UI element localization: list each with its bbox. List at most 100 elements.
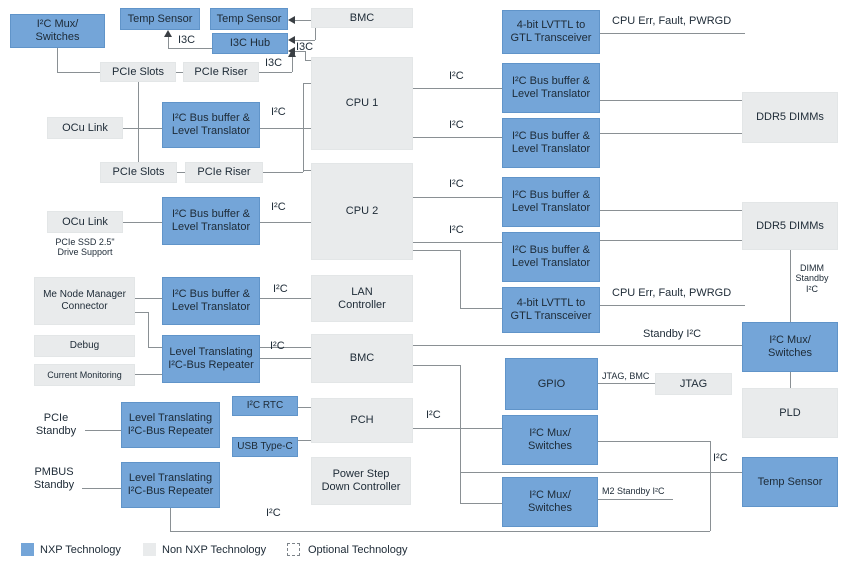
label-i3c-2: I3C	[265, 57, 283, 69]
box-current-monitoring: Current Monitoring	[34, 364, 135, 386]
connector	[598, 383, 655, 384]
connector	[600, 210, 742, 211]
connector	[292, 56, 293, 72]
box-cpu-1: CPU 1	[311, 57, 413, 150]
box-i2c-bus-buffer-right-2: I²C Bus buffer & Level Translator	[502, 118, 600, 168]
box-i3c-hub: I3C Hub	[212, 33, 288, 54]
connector	[259, 72, 292, 73]
label-i3c-3: I3C	[296, 41, 314, 53]
connector	[260, 128, 311, 129]
box-cpu-2: CPU 2	[311, 163, 413, 260]
box-i2c-bus-buffer-right-1: I²C Bus buffer & Level Translator	[502, 63, 600, 113]
connector	[413, 197, 502, 198]
connector	[710, 441, 711, 531]
connector	[598, 499, 673, 500]
label-standby-i2c: Standby I²C	[643, 328, 702, 340]
connector	[168, 48, 212, 49]
connector	[460, 472, 742, 473]
arrowhead-up-icon	[164, 30, 172, 37]
box-jtag: JTAG	[655, 373, 732, 395]
label-jtag-bmc: JTAG, BMC	[602, 371, 650, 381]
legend-swatch-non-nxp	[143, 543, 156, 556]
label-i3c-1: I3C	[178, 34, 196, 46]
arrowhead-left-icon	[288, 47, 295, 55]
connector	[413, 428, 502, 429]
box-temp-sensor-1: Temp Sensor	[120, 8, 200, 30]
label-i2c-r4: I²C	[449, 224, 464, 236]
connector	[303, 83, 311, 84]
connector	[123, 222, 162, 223]
connector	[315, 28, 316, 40]
connector	[790, 372, 791, 388]
box-ddr5-dimms-2: DDR5 DIMMs	[742, 202, 838, 250]
connector	[138, 82, 139, 162]
connector	[598, 441, 710, 442]
connector	[148, 312, 149, 347]
box-i2c-rtc: I²C RTC	[232, 396, 298, 416]
arrowhead-left-icon	[288, 36, 295, 44]
box-level-translating-repeater-3: Level Translating I²C-Bus Repeater	[121, 462, 220, 508]
connector	[460, 308, 502, 309]
box-usb-type-c: USB Type-C	[232, 437, 298, 457]
connector	[460, 503, 502, 504]
connector	[790, 250, 791, 322]
box-ocu-link-2: OCu Link	[47, 211, 123, 233]
connector	[170, 531, 710, 532]
connector	[413, 250, 460, 251]
connector	[600, 133, 742, 134]
connector	[305, 60, 311, 61]
box-level-translating-repeater-2: Level Translating I²C-Bus Repeater	[121, 402, 220, 448]
connector	[600, 100, 742, 101]
box-pcie-slots-1: PCIe Slots	[100, 62, 176, 82]
connector	[298, 407, 311, 408]
box-me-node-manager: Me Node Manager Connector	[34, 277, 135, 325]
box-lvttl-transceiver-2: 4-bit LVTTL to GTL Transceiver	[502, 287, 600, 333]
connector	[600, 305, 745, 306]
legend-label-nxp: NXP Technology	[40, 544, 121, 556]
connector	[135, 298, 162, 299]
label-cpu-err-top: CPU Err, Fault, PWRGD	[612, 15, 732, 27]
box-bmc-mid: BMC	[311, 334, 413, 383]
connector	[123, 128, 162, 129]
connector	[413, 88, 502, 89]
box-i2c-bus-buffer-right-4: I²C Bus buffer & Level Translator	[502, 232, 600, 282]
connector	[85, 430, 121, 431]
box-ocu-link-1: OCu Link	[47, 117, 123, 139]
box-pcie-riser-1: PCIe Riser	[183, 62, 259, 82]
connector	[57, 48, 58, 72]
box-lan-controller: LAN Controller	[311, 275, 413, 322]
arrowhead-left-icon	[288, 16, 295, 24]
box-i2c-bus-buffer-left-3: I²C Bus buffer & Level Translator	[162, 277, 260, 325]
box-i2c-mux-switches-center-1: I²C Mux/ Switches	[502, 415, 598, 465]
label-m2-standby-i2c: M2 Standby I²C	[602, 486, 665, 496]
connector	[413, 345, 742, 346]
label-i2c-temp: I²C	[713, 452, 728, 464]
label-pmbus-standby: PMBUS Standby	[33, 466, 75, 491]
connector	[260, 222, 311, 223]
label-pcie-standby: PCIe Standby	[35, 412, 77, 437]
label-i2c-l2: I²C	[271, 201, 286, 213]
label-dimm-standby-i2c: DIMM Standby I²C	[795, 263, 829, 294]
box-pld: PLD	[742, 388, 838, 438]
box-i2c-mux-switches-center-2: I²C Mux/ Switches	[502, 477, 598, 527]
connector	[82, 488, 121, 489]
box-i2c-bus-buffer-left-1: I²C Bus buffer & Level Translator	[162, 102, 260, 148]
label-i2c-r1: I²C	[449, 70, 464, 82]
connector	[600, 33, 745, 34]
box-pch: PCH	[311, 398, 413, 443]
connector	[292, 51, 305, 52]
label-i2c-l3: I²C	[273, 283, 288, 295]
label-i2c-r2: I²C	[449, 119, 464, 131]
box-i2c-bus-buffer-right-3: I²C Bus buffer & Level Translator	[502, 177, 600, 227]
box-bmc-top: BMC	[311, 8, 413, 28]
box-level-translating-repeater-1: Level Translating I²C-Bus Repeater	[162, 335, 260, 383]
connector	[177, 172, 185, 173]
label-pcie-ssd-caption: PCIe SSD 2.5" Drive Support	[55, 237, 115, 258]
connector	[292, 20, 311, 21]
connector	[600, 240, 742, 241]
connector	[135, 374, 162, 375]
connector	[292, 40, 315, 41]
label-cpu-err-bottom: CPU Err, Fault, PWRGD	[612, 287, 732, 299]
connector	[413, 137, 502, 138]
connector	[413, 365, 460, 366]
